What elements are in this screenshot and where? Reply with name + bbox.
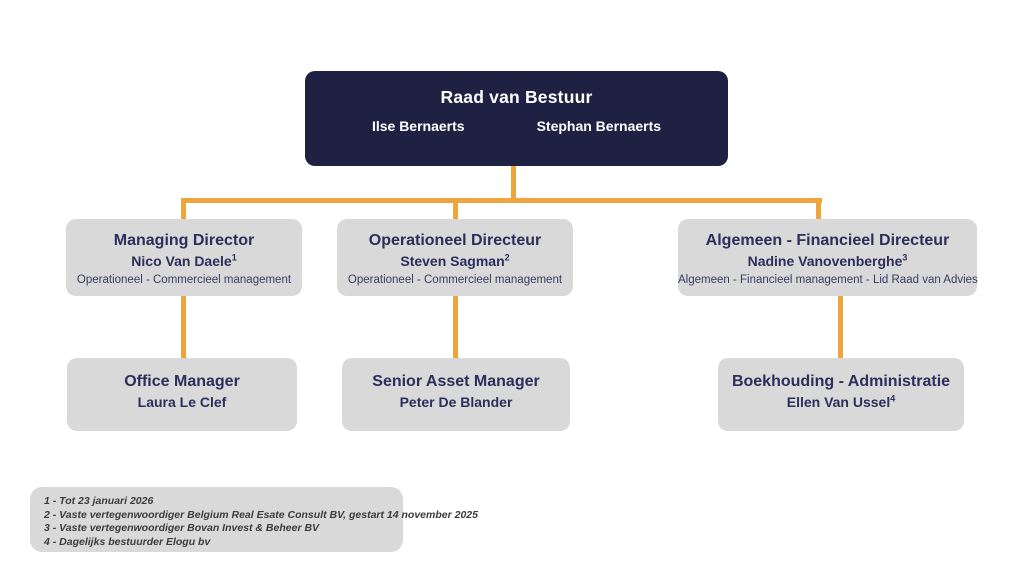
footnote-ref: 2 [504, 252, 510, 263]
footnotes-box: 1 - Tot 23 januari 2026 2 - Vaste verteg… [30, 487, 478, 552]
director-title: Operationeel Directeur [368, 232, 542, 249]
director-name: Nico Van Daele1 [131, 252, 237, 269]
board-member: Stephan Bernaerts [536, 118, 662, 134]
report-box-accounting: Boekhouding - Administratie Ellen Van Us… [718, 358, 964, 431]
director-box-financial: Algemeen - Financieel Directeur Nadine V… [678, 219, 978, 296]
footnote-line: 3 - Vaste vertegenwoordiger Bovan Invest… [44, 522, 320, 534]
report-box-office-manager: Office Manager Laura Le Clef [67, 358, 297, 431]
connector-line-horizontal [182, 198, 822, 203]
footnote-line: 4 - Dagelijks bestuurder Elogu bv [44, 535, 211, 548]
report-name: Peter De Blander [399, 394, 513, 410]
report-box-asset-manager: Senior Asset Manager Peter De Blander [342, 358, 570, 431]
footnote-line: 2 - Vaste vertegenwoordiger Belgium Real… [44, 508, 478, 521]
footnote-line: 1 - Tot 23 januari 2026 [44, 495, 154, 507]
footnote-ref: 1 [231, 252, 237, 263]
report-title: Office Manager [124, 373, 240, 390]
board-title: Raad van Bestuur [440, 87, 593, 107]
connector-line-drop-right [816, 198, 821, 226]
report-title: Senior Asset Manager [372, 373, 540, 390]
connector-line-drop-left [181, 198, 186, 226]
connector-line-drop-center [453, 198, 458, 226]
connector-line-column-right [838, 296, 843, 365]
connector-line-column-center [453, 296, 458, 364]
connector-line-column-left [181, 296, 186, 364]
report-name: Ellen Van Ussel4 [786, 393, 896, 410]
director-subtitle: Operationeel - Commercieel management [76, 274, 292, 286]
director-name: Steven Sagman2 [400, 252, 510, 269]
director-subtitle: Algemeen - Financieel management - Lid R… [678, 274, 978, 286]
director-box-operations: Operationeel Directeur Steven Sagman2 Op… [337, 219, 573, 296]
report-name: Laura Le Clef [137, 394, 227, 410]
connector-line-board-down [511, 154, 516, 200]
footnote-ref: 3 [902, 252, 908, 263]
board-member: Ilse Bernaerts [371, 118, 465, 134]
footnote-ref: 4 [890, 393, 896, 404]
director-subtitle: Operationeel - Commercieel management [347, 274, 563, 286]
director-title: Managing Director [113, 232, 255, 249]
report-title: Boekhouding - Administratie [731, 373, 951, 390]
director-name: Nadine Vanovenberghe3 [747, 252, 908, 269]
board-box: Raad van Bestuur Ilse Bernaerts Stephan … [305, 71, 728, 166]
director-box-managing: Managing Director Nico Van Daele1 Operat… [66, 219, 302, 296]
director-title: Algemeen - Financieel Directeur [705, 232, 950, 249]
board-members: Ilse Bernaerts Stephan Bernaerts [305, 118, 728, 134]
